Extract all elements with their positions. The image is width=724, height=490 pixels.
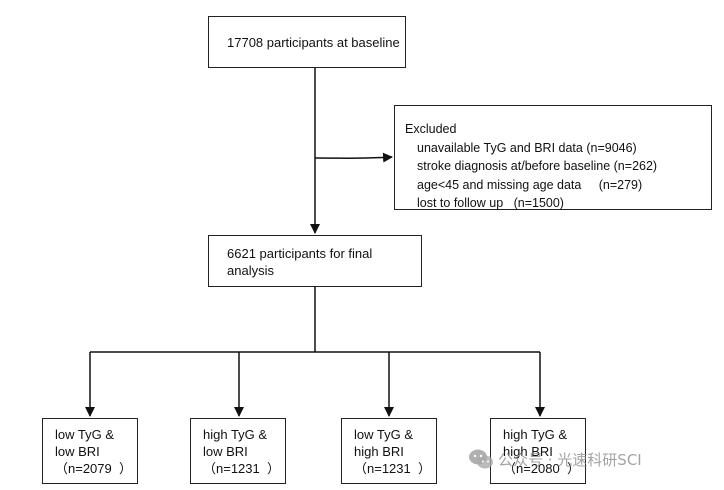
excluded-item: stroke diagnosis at/before baseline (n=2…: [417, 159, 658, 173]
excluded-item: lost to follow up (n=1500): [417, 196, 564, 210]
group-box-high-tyg-high-bri: high TyG & high BRI （n=2080 ）: [490, 418, 586, 484]
arrow-to-excluded: [314, 152, 393, 163]
group-box-low-tyg-low-bri: low TyG & low BRI （n=2079 ）: [42, 418, 138, 484]
final-analysis-box: 6621 participants for final analysis: [208, 235, 422, 287]
final-line-1: 6621 participants for final: [227, 246, 373, 261]
wechat-logo-icon: [469, 449, 493, 469]
excluded-item: age<45 and missing age data (n=279): [417, 177, 643, 192]
group-count: （n=1231 ）: [354, 461, 431, 476]
group-box-low-tyg-high-bri: low TyG & high BRI （n=1231 ）: [341, 418, 437, 484]
group-line-2: high BRI: [354, 444, 404, 459]
watermark: 公众号 · 光速科研SCI: [468, 448, 642, 470]
group-line-1: high TyG &: [503, 427, 568, 442]
group-line-2: low BRI: [203, 444, 248, 459]
group-count: （n=2080 ）: [503, 461, 580, 476]
excluded-box: Excluded unavailable TyG and BRI data (n…: [394, 105, 712, 210]
group-line-2: high BRI: [503, 444, 553, 459]
excluded-item: unavailable TyG and BRI data (n=9046): [417, 140, 637, 155]
group-line-2: low BRI: [55, 444, 100, 459]
baseline-text: 17708 participants at baseline: [227, 34, 400, 50]
group-box-high-tyg-low-bri: high TyG & low BRI （n=1231 ）: [190, 418, 286, 484]
watermark-text: 公众号 · 光速科研SCI: [498, 450, 642, 469]
group-line-1: low TyG &: [354, 427, 414, 442]
group-line-1: high TyG &: [203, 427, 268, 442]
baseline-box: 17708 participants at baseline: [208, 16, 406, 68]
group-count: （n=2079 ）: [55, 461, 132, 476]
group-count: （n=1231 ）: [203, 461, 280, 476]
excluded-title: Excluded: [405, 122, 457, 136]
group-line-1: low TyG &: [55, 427, 115, 442]
final-line-2: analysis: [227, 263, 274, 278]
